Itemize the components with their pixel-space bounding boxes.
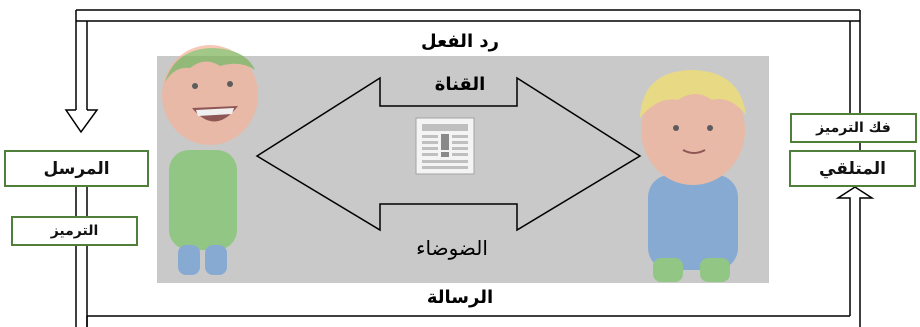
- feedback-loop-line: [75, 9, 861, 160]
- sender-character: [162, 45, 258, 275]
- sender-box: المرسل: [4, 150, 149, 187]
- receiver-box: المتلقي: [789, 150, 916, 187]
- document-alert-icon: [415, 117, 475, 175]
- encoding-box: الترميز: [11, 216, 138, 246]
- feedback-label: رد الفعل: [421, 31, 499, 52]
- noise-label: الضوضاء: [416, 236, 488, 260]
- up-arrow: [835, 186, 875, 225]
- down-arrow: [64, 109, 99, 134]
- channel-label: القناة: [434, 74, 486, 95]
- receiver-character: [640, 70, 746, 282]
- decoding-box: فك الترميز: [790, 113, 917, 143]
- message-line: [86, 225, 861, 327]
- sender-connector: [75, 186, 88, 327]
- message-label: الرسالة: [426, 287, 494, 308]
